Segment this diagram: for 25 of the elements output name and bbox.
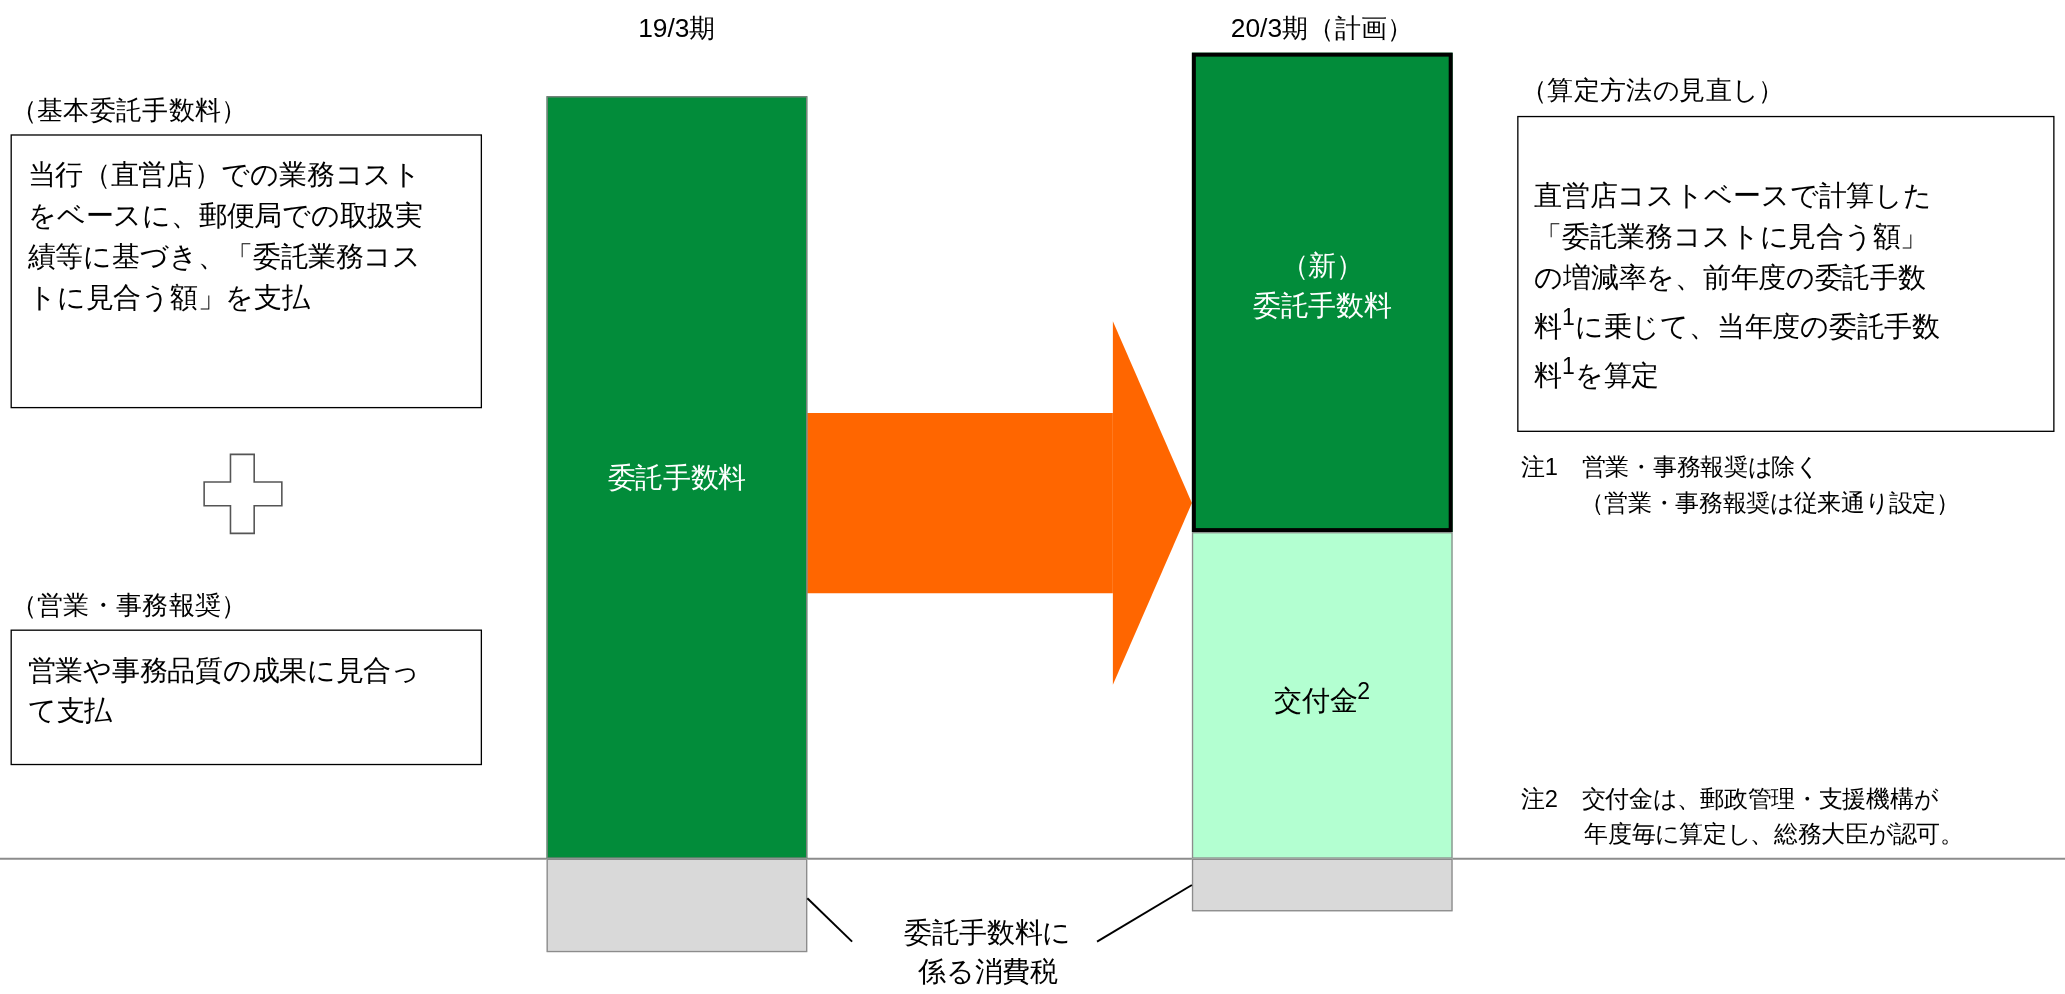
leader-text: 委託手数料に係る消費税 bbox=[902, 912, 1074, 992]
bar-label: 委託手数料 bbox=[1253, 288, 1392, 323]
section-heading: （基本委託手数料） bbox=[10, 93, 248, 126]
bar-label: （新） bbox=[1280, 249, 1364, 283]
fee-bar bbox=[1191, 52, 1453, 533]
block-arrow bbox=[807, 321, 1192, 685]
note-text: （営業・事務報奨は従来通り設定） bbox=[1580, 488, 1960, 519]
section-heading: （営業・事務報奨） bbox=[10, 589, 248, 621]
bar-label: 委託手数料 bbox=[607, 460, 747, 494]
note-text: 注2 交付金は、郵政管理・支援機構が bbox=[1521, 785, 1938, 815]
note-text: 年度毎に算定し、総務大臣が認可。 bbox=[1584, 819, 1964, 849]
note-text: 注1 営業・事務報奨は除く bbox=[1521, 453, 1819, 483]
tax-bar bbox=[1191, 858, 1453, 912]
bar-label: 交付金$^{2}$ bbox=[1274, 676, 1371, 717]
tax-bar bbox=[546, 858, 808, 953]
fee-bar bbox=[546, 96, 808, 859]
column-heading: 20/3期（計画） bbox=[1230, 12, 1414, 45]
subsidy-bar bbox=[1191, 532, 1453, 859]
body-text: 直営店コストベースで計算した「委託業務コストに見合う額」の増減率を、前年度の委託手数料$^{1}$に乗じて、当年度の委託手数料$^{1}$を算定 bbox=[1534, 179, 1941, 392]
body-text: 営業や事務品質の成果に見合って支払 bbox=[27, 653, 422, 728]
section-heading: （算定方法の見直し） bbox=[1521, 74, 1785, 107]
leader-line bbox=[806, 897, 854, 943]
leader-line bbox=[1096, 884, 1193, 943]
column-heading: 19/3期 bbox=[638, 12, 716, 45]
body-text: 当行（直営店）での業務コストをベースに、郵便局での取扱実績等に基づき、「委託業務コストに見合う額」を支払 bbox=[27, 158, 424, 315]
